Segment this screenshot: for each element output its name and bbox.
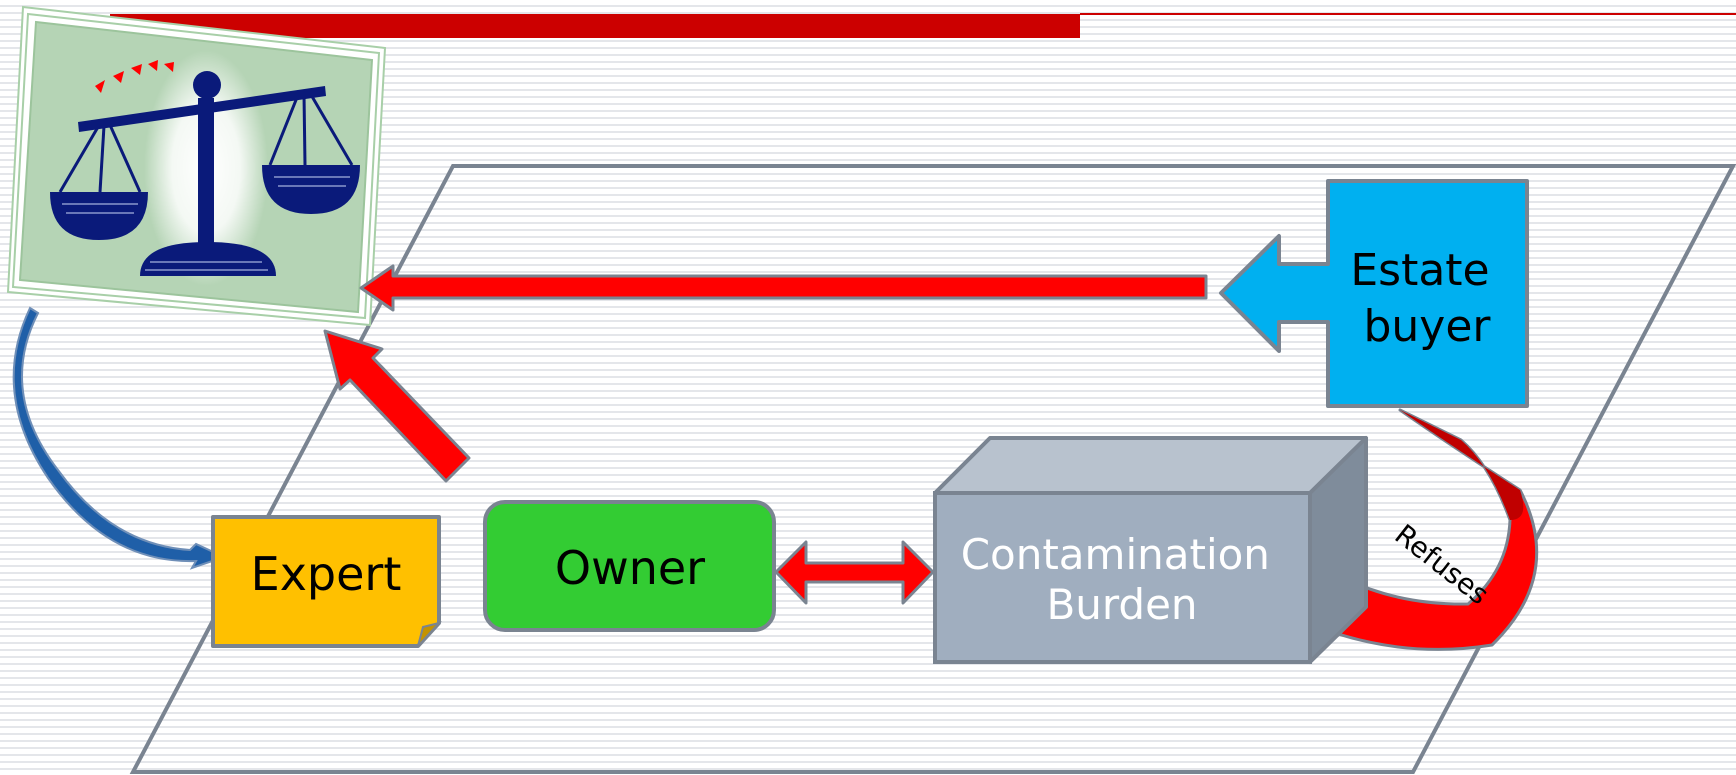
title-accent-line <box>1080 13 1736 15</box>
arrow-scales-to-expert <box>12 306 227 570</box>
estate-buyer-label-line1: Estate <box>1350 245 1489 296</box>
contamination-label-line1: Contamination <box>961 530 1270 579</box>
arrow-expert-to-scales <box>323 329 471 483</box>
estate-buyer-label-line2: buyer <box>1363 301 1491 352</box>
estate-buyer-box: Estate buyer <box>1219 179 1529 408</box>
scales-of-justice-icon <box>6 5 387 327</box>
contamination-burden-box: Contamination Burden <box>933 436 1368 664</box>
expert-box: Expert <box>211 515 442 648</box>
svg-text:Estate buyer: Estate buyer <box>1350 245 1503 352</box>
contamination-label-line2: Burden <box>1046 580 1197 629</box>
owner-label: Owner <box>555 541 705 595</box>
arrow-buyer-to-scales <box>359 264 1208 312</box>
svg-text:Contamination Burden: Contamination Burden <box>961 530 1284 629</box>
arrow-owner-contamination <box>774 540 935 605</box>
owner-box: Owner <box>483 500 776 632</box>
title-accent-bar <box>110 14 1080 38</box>
expert-label: Expert <box>251 547 402 601</box>
arrow-refuses-shade <box>1400 410 1524 520</box>
